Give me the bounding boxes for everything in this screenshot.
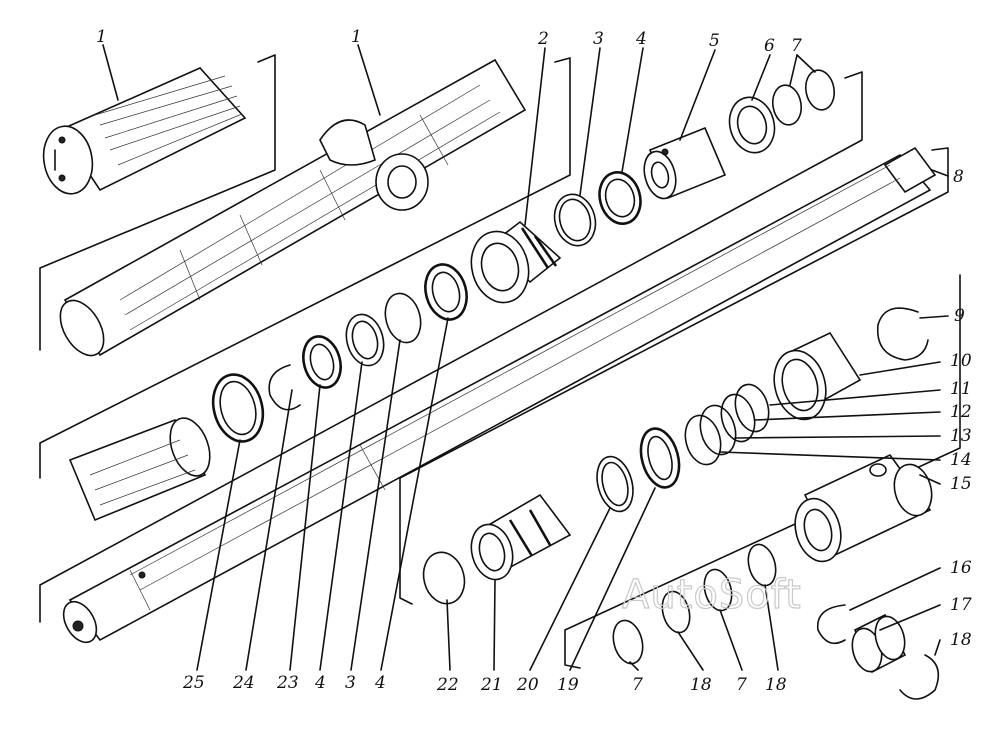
part-1-cylinder-body [59,58,527,357]
part-3-ring-top [553,193,597,247]
watermark-text: AutoSoft [622,572,802,618]
callout-bottom-6: 4 [374,673,386,693]
part-16-snap-ring [816,604,846,645]
callout-bottom-5: 3 [345,673,356,693]
part-4-ring-top-inner [604,178,636,218]
callout-right-9: 17 [950,595,972,615]
callout-right-3: 11 [950,379,972,399]
part-tube-left [68,417,211,522]
part-4-ring-middle-b [424,263,468,321]
callout-bottom-10: 19 [557,675,579,695]
callout-right-8: 16 [950,558,972,578]
callout-top-5: 4 [635,29,647,49]
part-7-oring-b [804,69,836,111]
callout-bottom-11: 7 [632,675,643,695]
part-13-ring [699,404,737,456]
part-22-ring [422,551,466,605]
part-1-cylinder-cap [42,67,247,195]
callout-right-10: 18 [950,630,972,650]
part-4-ring-middle [345,313,385,367]
callout-bottom-3: 23 [276,673,299,693]
callout-right-1: 9 [954,306,965,326]
part-6-collar [728,96,776,154]
callout-bottom-13: 7 [736,675,747,695]
part-25-ring [211,373,265,443]
callout-bottom-14: 18 [765,675,787,695]
callout-right-5: 13 [950,426,972,446]
part-2-grooved-sleeve [470,220,562,304]
callout-right-4: 12 [950,402,972,422]
callout-bottom-9: 20 [516,675,539,695]
callout-bottom-4: 4 [314,673,326,693]
callout-labels-top: 1 1 2 3 4 5 6 7 8 [96,27,964,187]
callout-top-7: 6 [764,36,775,56]
callout-bottom-12: 18 [690,675,712,695]
callout-bottom-8: 21 [480,675,503,695]
part-11-ring [734,383,770,433]
callout-top-9: 8 [953,167,964,187]
part-9-snap-ring [876,307,929,361]
callout-bottom-2: 24 [232,673,255,693]
part-10-sleeve [773,331,862,421]
callout-labels-right: 9 10 11 12 13 14 15 16 17 18 [950,306,972,650]
part-5-bushing [643,126,727,200]
callout-top-2: 1 [351,27,362,47]
part-20-ring [596,455,634,513]
callout-bottom-1: 25 [182,673,205,693]
callout-top-8: 7 [791,36,802,56]
callout-bottom-7: 22 [436,675,459,695]
leader-lines [102,44,949,671]
callout-top-4: 3 [593,29,604,49]
callout-right-6: 14 [950,450,972,470]
part-3-ring-middle [384,292,422,344]
part-19-nut [639,427,681,489]
part-8-piston-rod [62,146,937,644]
part-24-snap-ring [268,364,301,411]
part-7-oring-a [771,84,803,126]
part-21-piston [470,493,572,581]
part-23-bearing [302,335,342,389]
part-17-bearing [851,613,907,674]
part-7-oring-c [612,619,644,665]
part-18-snap-ring [899,654,940,700]
callout-top-1: 1 [96,27,107,47]
callout-top-3: 2 [537,29,549,49]
callout-labels-bottom: 25 24 23 4 3 4 22 21 20 19 7 18 7 18 [182,673,787,695]
part-7-oring-d [703,568,733,612]
callout-right-7: 15 [950,474,972,494]
part-3-ring-top-inner [558,198,592,242]
callout-top-6: 5 [709,31,720,51]
part-4-ring-top [598,171,642,225]
part-12-ring [720,393,756,443]
callout-right-2: 10 [950,351,972,371]
part-18-oring-b [747,543,777,587]
middle-rings [211,263,468,443]
part-18-oring-a [661,590,691,634]
part-14-ring [684,414,722,466]
part-15-yoke [794,453,933,563]
